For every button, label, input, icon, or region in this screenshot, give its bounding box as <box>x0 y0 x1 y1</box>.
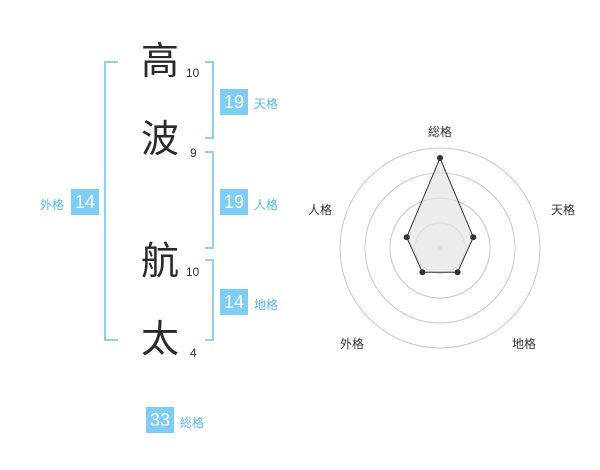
jinkaku-label: 人格 <box>254 198 279 212</box>
chikaku-label: 地格 <box>254 298 279 312</box>
tenkaku-label: 天格 <box>254 97 279 111</box>
chikaku-bracket <box>205 259 214 341</box>
radar-axis-jinkaku: 人格 <box>308 203 333 217</box>
radar-point <box>470 234 477 241</box>
name-char-2: 波 <box>140 117 179 161</box>
name-char-1: 高 <box>140 39 179 83</box>
name-char-4: 太 <box>140 317 179 361</box>
soukaku-badge: 33 <box>146 407 174 433</box>
tenkaku-badge: 19 <box>220 89 248 115</box>
radar-point <box>419 269 426 276</box>
radar-ring <box>339 147 541 349</box>
radar-axis-tenkaku: 天格 <box>551 203 576 217</box>
radar-point <box>454 269 461 276</box>
name-char-3: 航 <box>140 239 179 283</box>
gaikaku-badge: 14 <box>71 189 99 215</box>
radar-point <box>437 155 443 161</box>
radar-points <box>403 155 477 276</box>
stroke-count-2: 9 <box>190 146 197 160</box>
gaikaku-bracket <box>104 61 118 341</box>
stroke-count-4: 4 <box>190 346 197 360</box>
jinkaku-bracket <box>205 151 214 249</box>
tenkaku-bracket <box>205 61 214 139</box>
soukaku-label: 総格 <box>180 416 205 430</box>
radar-axis-soukaku: 総格 <box>428 125 453 139</box>
radar-axis-chikaku: 地格 <box>512 337 537 351</box>
radar-polygon <box>406 156 474 273</box>
stroke-count-1: 10 <box>186 66 200 80</box>
chikaku-badge: 14 <box>220 289 248 315</box>
radar-point <box>403 234 410 241</box>
jinkaku-badge: 19 <box>220 189 248 215</box>
radar-axis-gaikaku: 外格 <box>340 337 365 351</box>
gaikaku-label: 外格 <box>40 198 65 212</box>
stroke-count-3: 10 <box>186 265 200 279</box>
